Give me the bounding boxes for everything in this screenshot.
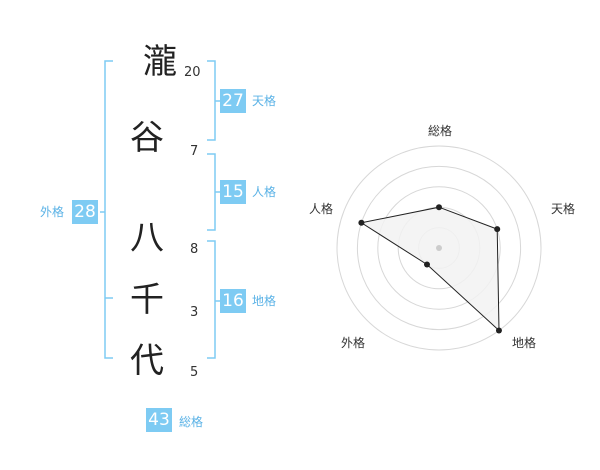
tenkaku-label: 天格 [252,94,277,108]
stroke-count-2: 7 [190,144,199,159]
radar-axis-label-tenkaku: 天格 [551,202,576,216]
radar-point [358,219,365,226]
name-char-3: 八 [130,218,164,258]
soukaku-label: 総格 [179,415,204,429]
name-char-5: 代 [130,341,164,381]
radar-axis-label-gaikaku: 外格 [341,336,366,350]
jinkaku-label: 人格 [252,185,277,199]
chikaku-bracket [207,240,216,359]
chikaku-value: 16 [220,289,246,313]
radar-point [495,327,502,334]
radar-axis-label-jinkaku: 人格 [309,202,334,216]
name-char-1: 瀧 [143,42,177,82]
soukaku-value: 43 [146,408,172,432]
name-char-2: 谷 [130,118,164,158]
radar-point [424,261,431,268]
gaikaku-label: 外格 [40,205,65,219]
radar-ring [356,165,522,331]
radar-ring [336,145,542,351]
tenkaku-value: 27 [220,89,246,113]
stroke-count-4: 3 [190,305,199,320]
radar-axis-label-soukaku: 総格 [428,124,453,138]
stroke-count-3: 8 [190,242,199,257]
stroke-count-5: 5 [190,365,199,380]
gaikaku-value: 28 [72,200,98,224]
stroke-count-1: 20 [184,65,201,80]
radar-point [436,204,442,211]
gaikaku-bracket [104,60,113,359]
radar-axis-label-chikaku: 地格 [512,336,537,350]
chikaku-label: 地格 [252,294,277,308]
radar-center-dot [436,245,442,251]
name-char-4: 千 [130,280,164,320]
radar-point [494,226,501,233]
jinkaku-value: 15 [220,180,246,204]
radar-polygon [360,206,500,332]
radar-ring [377,186,501,310]
